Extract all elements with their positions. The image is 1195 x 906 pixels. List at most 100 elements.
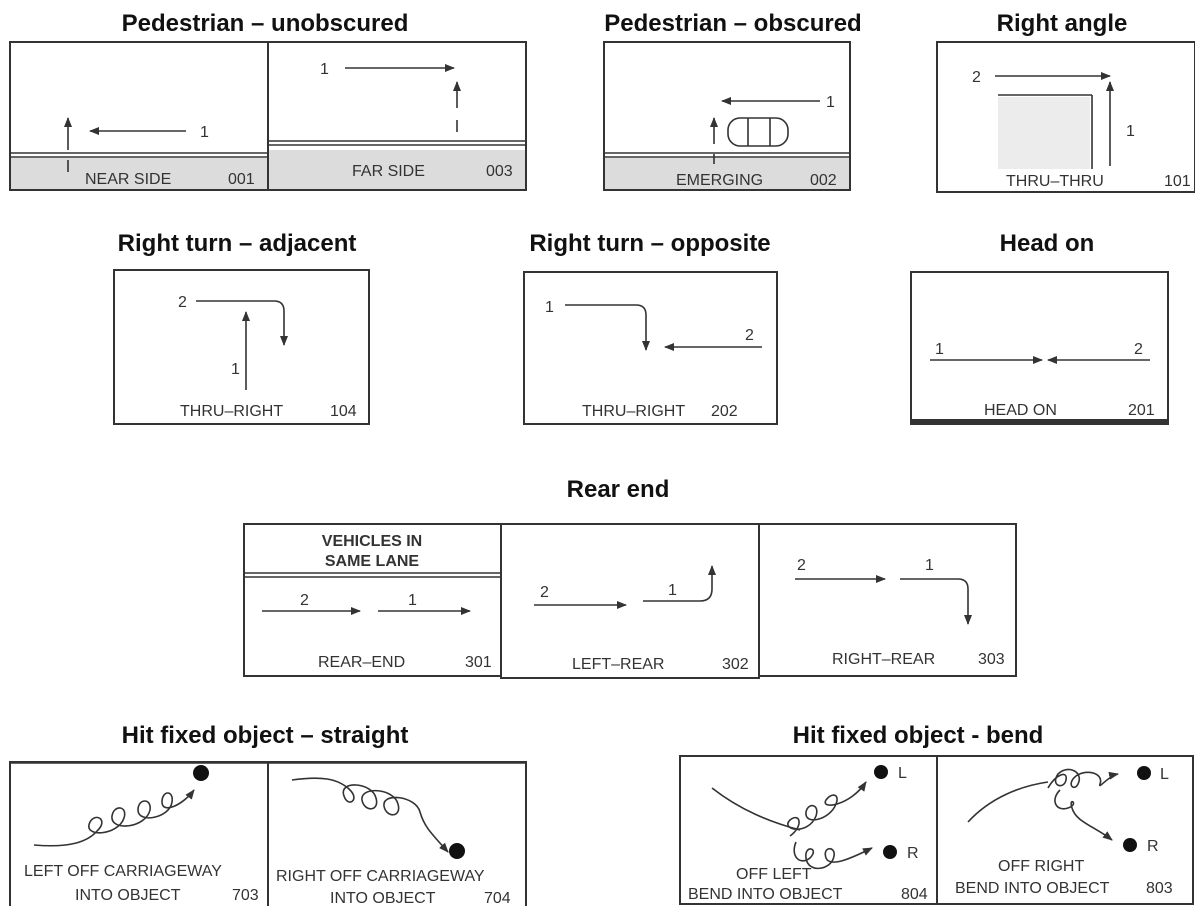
panel-frame [936, 755, 1194, 905]
panel-near-side: 1 NEAR SIDE 001 [9, 41, 269, 191]
vehicle-1-label: 1 [925, 557, 934, 574]
object-left-label: L [1160, 766, 1169, 783]
panel-code: 303 [978, 651, 1005, 668]
panel-rear-end: VEHICLES IN SAME LANE 2 1 REAR–END 301 [243, 523, 502, 677]
title-right-turn-adjacent: Right turn – adjacent [117, 230, 357, 257]
panel-label: REAR–END [318, 654, 405, 671]
header-line-2: SAME LANE [325, 553, 420, 570]
panel-code: 301 [465, 654, 492, 671]
object-left-label: L [898, 765, 907, 782]
panel-frame [679, 755, 938, 905]
vehicle-1-label: 1 [935, 341, 944, 358]
panel-frame [523, 271, 778, 425]
vehicle-2-turn-arrow [196, 300, 288, 346]
panel-label: FAR SIDE [352, 163, 425, 180]
panel-off-right-bend: L R OFF RIGHT BEND INTO OBJECT 803 [936, 755, 1194, 905]
panel-code: 803 [1146, 880, 1173, 897]
panel-thru-right-opposite: 1 2 THRU–RIGHT 202 [523, 271, 778, 425]
vehicle-1-turn-arrow [643, 565, 716, 602]
panel-label-line-2: BEND INTO OBJECT [955, 880, 1110, 897]
title-hit-fixed-object-straight: Hit fixed object – straight [121, 722, 409, 749]
panel-code: 002 [810, 172, 837, 189]
vehicle-1-label: 1 [545, 299, 554, 316]
panel-code: 201 [1128, 402, 1155, 419]
title-hit-fixed-object-bend: Hit fixed object - bend [792, 722, 1044, 749]
panel-frame [267, 761, 527, 906]
header-line-1: VEHICLES IN [322, 533, 422, 550]
vehicle-2-label: 2 [540, 584, 549, 601]
corner-block [998, 97, 1090, 169]
panel-code: 804 [901, 886, 928, 903]
panel-right-rear: 2 1 RIGHT–REAR 303 [758, 523, 1017, 677]
vehicle-2-label: 2 [972, 69, 981, 86]
vehicle-skid-path-right [793, 841, 873, 870]
vehicle-2-label: 2 [178, 294, 187, 311]
title-right-turn-opposite: Right turn – opposite [529, 230, 771, 257]
vehicle-2-label: 2 [1134, 341, 1143, 358]
vehicle-1-label: 1 [1126, 123, 1135, 140]
panel-frame [113, 269, 370, 425]
vehicle-skid-path-right [1054, 789, 1113, 841]
panel-frame [758, 523, 1017, 677]
vehicle-2-label: 2 [797, 557, 806, 574]
panel-frame [910, 271, 1169, 425]
panel-frame [243, 523, 502, 677]
object-right-label: R [1147, 838, 1159, 855]
panel-off-left-bend: L R OFF LEFT BEND INTO OBJECT 804 [679, 755, 938, 905]
panel-frame [500, 523, 760, 679]
panel-frame [9, 761, 269, 906]
vehicle-skid-path [291, 777, 449, 853]
vehicle-1-label: 1 [320, 61, 329, 78]
vehicle-1-label: 1 [200, 124, 209, 141]
vehicle-skid-path-left [1047, 768, 1119, 789]
parked-car [727, 117, 789, 147]
panel-code: 202 [711, 403, 738, 420]
panel-code: 001 [228, 171, 255, 188]
panel-code: 101 [1164, 173, 1191, 190]
vehicle-1-label: 1 [231, 361, 240, 378]
panel-far-side: 1 FAR SIDE 003 [267, 41, 527, 191]
panel-label-line-2: INTO OBJECT [75, 887, 181, 904]
panel-code: 703 [232, 887, 259, 904]
road-bend [967, 781, 1049, 823]
vehicle-skid-path-left [787, 781, 867, 837]
vehicle-1-turn-arrow [565, 304, 650, 351]
title-pedestrian-obscured: Pedestrian – obscured [604, 10, 862, 37]
object-right-label: R [907, 845, 919, 862]
panel-left-off-carriageway: LEFT OFF CARRIAGEWAY INTO OBJECT 703 [9, 761, 269, 906]
vehicle-1-label: 1 [668, 582, 677, 599]
panel-label: HEAD ON [984, 402, 1057, 419]
panel-right-off-carriageway: RIGHT OFF CARRIAGEWAY INTO OBJECT 704 [267, 761, 527, 906]
panel-thru-right-adjacent: 2 1 THRU–RIGHT 104 [113, 269, 370, 425]
panel-label: THRU–THRU [1006, 173, 1104, 190]
panel-code: 704 [484, 890, 511, 906]
panel-label: RIGHT–REAR [832, 651, 935, 668]
panel-code: 104 [330, 403, 357, 420]
fixed-object-right [1123, 838, 1137, 852]
vehicle-1-label: 1 [826, 94, 835, 111]
vehicle-2-label: 2 [745, 327, 754, 344]
panel-label-line-2: BEND INTO OBJECT [688, 886, 843, 903]
road-surface [605, 158, 849, 189]
panel-bottom-bar [911, 419, 1168, 425]
road-surface [269, 150, 525, 189]
fixed-object-left [1137, 766, 1151, 780]
vehicle-skid-path [33, 789, 195, 847]
title-rear-end: Rear end [566, 476, 670, 503]
vehicle-1-turn-arrow [900, 578, 972, 625]
panel-label: EMERGING [676, 172, 763, 189]
panel-label-line-1: LEFT OFF CARRIAGEWAY [24, 863, 222, 880]
fixed-object [449, 843, 465, 859]
panel-label: THRU–RIGHT [582, 403, 685, 420]
panel-code: 003 [486, 163, 513, 180]
panel-label: NEAR SIDE [85, 171, 171, 188]
fixed-object [193, 765, 209, 781]
title-pedestrian-unobscured: Pedestrian – unobscured [121, 10, 409, 37]
panel-label: THRU–RIGHT [180, 403, 283, 420]
panel-label-line-1: RIGHT OFF CARRIAGEWAY [276, 868, 485, 885]
panel-label-line-1: OFF RIGHT [998, 858, 1084, 875]
panel-left-rear: 2 1 LEFT–REAR 302 [500, 523, 760, 679]
title-right-angle: Right angle [996, 10, 1128, 37]
